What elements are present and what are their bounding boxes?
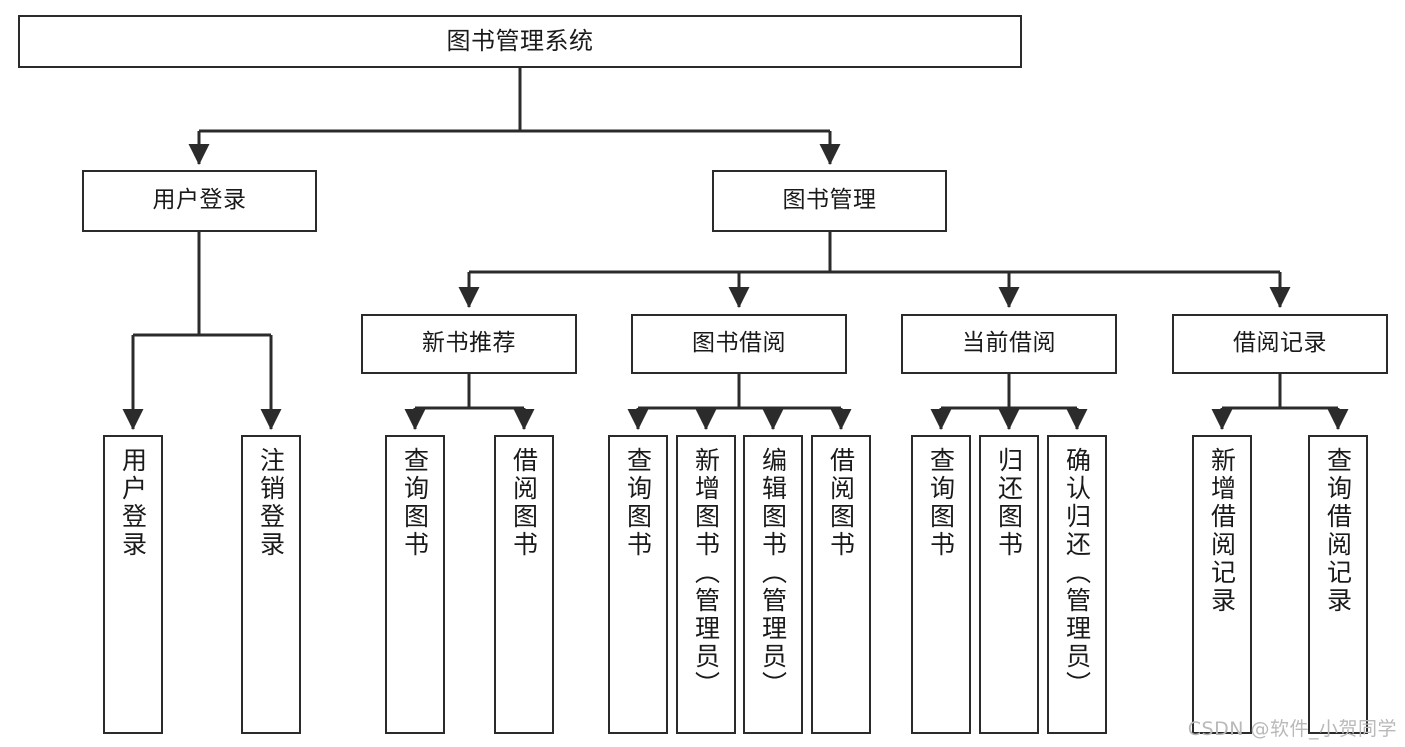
node-leaf-logout-label: 注销登录 <box>256 447 286 559</box>
node-new-book-rec[interactable]: 新书推荐 <box>361 314 577 374</box>
node-new-book-rec-label: 新书推荐 <box>422 330 516 357</box>
node-leaf-return-book[interactable]: 归还图书 <box>979 435 1039 734</box>
node-book-borrow-label: 图书借阅 <box>692 330 786 357</box>
node-leaf-add-book-label: 新增图书（管理员） <box>691 447 721 699</box>
node-leaf-borrow-book-2-label: 借阅图书 <box>826 447 856 559</box>
watermark: CSDN @软件_小贺同学 <box>1187 718 1397 740</box>
node-leaf-query-record[interactable]: 查询借阅记录 <box>1308 435 1368 734</box>
node-leaf-query-book-1-label: 查询图书 <box>400 447 430 559</box>
node-leaf-borrow-book-1[interactable]: 借阅图书 <box>494 435 554 734</box>
node-leaf-edit-book-label: 编辑图书（管理员） <box>758 447 788 699</box>
node-leaf-confirm-return-label: 确认归还（管理员） <box>1062 447 1092 699</box>
node-borrow-record-label: 借阅记录 <box>1233 330 1327 357</box>
node-root[interactable]: 图书管理系统 <box>18 15 1022 68</box>
node-leaf-query-book-2-label: 查询图书 <box>623 447 653 559</box>
node-leaf-query-book-3-label: 查询图书 <box>926 447 956 559</box>
node-book-manage[interactable]: 图书管理 <box>712 170 947 232</box>
node-leaf-query-record-label: 查询借阅记录 <box>1323 447 1353 615</box>
node-leaf-query-book-1[interactable]: 查询图书 <box>385 435 445 734</box>
node-borrow-record[interactable]: 借阅记录 <box>1172 314 1388 374</box>
node-leaf-logout[interactable]: 注销登录 <box>241 435 301 734</box>
node-leaf-borrow-book-2[interactable]: 借阅图书 <box>811 435 871 734</box>
node-current-borrow[interactable]: 当前借阅 <box>901 314 1117 374</box>
node-leaf-query-book-3[interactable]: 查询图书 <box>911 435 971 734</box>
node-root-label: 图书管理系统 <box>446 27 594 56</box>
node-leaf-user-login[interactable]: 用户登录 <box>103 435 163 734</box>
node-leaf-add-record-label: 新增借阅记录 <box>1207 447 1237 615</box>
node-book-borrow[interactable]: 图书借阅 <box>631 314 847 374</box>
node-leaf-add-record[interactable]: 新增借阅记录 <box>1192 435 1252 734</box>
node-user-login-label: 用户登录 <box>152 187 247 214</box>
node-user-login[interactable]: 用户登录 <box>82 170 317 232</box>
node-leaf-confirm-return[interactable]: 确认归还（管理员） <box>1047 435 1107 734</box>
node-leaf-query-book-2[interactable]: 查询图书 <box>608 435 668 734</box>
node-leaf-edit-book[interactable]: 编辑图书（管理员） <box>743 435 803 734</box>
node-leaf-user-login-label: 用户登录 <box>118 447 148 559</box>
node-book-manage-label: 图书管理 <box>782 187 877 214</box>
node-leaf-add-book[interactable]: 新增图书（管理员） <box>676 435 736 734</box>
node-leaf-borrow-book-1-label: 借阅图书 <box>509 447 539 559</box>
node-leaf-return-book-label: 归还图书 <box>994 447 1024 559</box>
node-current-borrow-label: 当前借阅 <box>962 330 1056 357</box>
